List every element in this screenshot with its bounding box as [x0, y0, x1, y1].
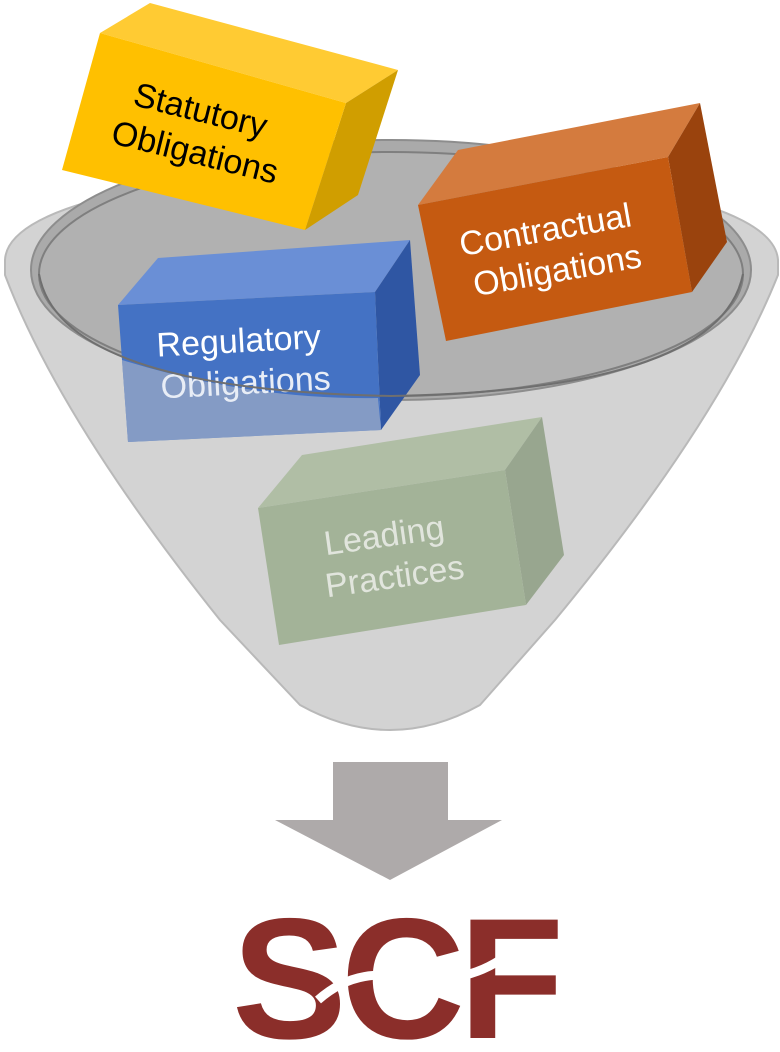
statutory-box-side [305, 70, 398, 230]
regulatory-obligations-box: Regulatory Obligations [118, 240, 420, 442]
leading-practices-box: Leading Practices [258, 417, 564, 645]
regulatory-box-fade [122, 360, 381, 442]
contractual-box-side [668, 103, 727, 292]
statutory-box-label: Statutory Obligations [108, 73, 292, 192]
leading-box-top [258, 417, 542, 508]
contractual-box-front [418, 157, 692, 341]
leading-box-front [258, 470, 526, 645]
funnel-rim-front-edge [38, 273, 744, 398]
regulatory-box-side [375, 240, 420, 430]
statutory-obligations-box: Statutory Obligations [62, 3, 398, 230]
contractual-box-label: Contractual Obligations [456, 195, 650, 306]
regulatory-box-top [118, 240, 410, 305]
scf-logo: SCF [232, 883, 564, 1052]
statutory-box-top [100, 3, 398, 103]
contractual-box-top [418, 103, 700, 205]
down-arrow [275, 762, 502, 880]
contractual-obligations-box: Contractual Obligations [418, 103, 727, 341]
regulatory-box-label: Regulatory Obligations [156, 318, 334, 407]
scf-logo-swoosh [315, 956, 503, 1004]
scf-logo-text: SCF [232, 883, 558, 1052]
leading-box-side [505, 417, 564, 605]
statutory-box-front [62, 33, 346, 230]
